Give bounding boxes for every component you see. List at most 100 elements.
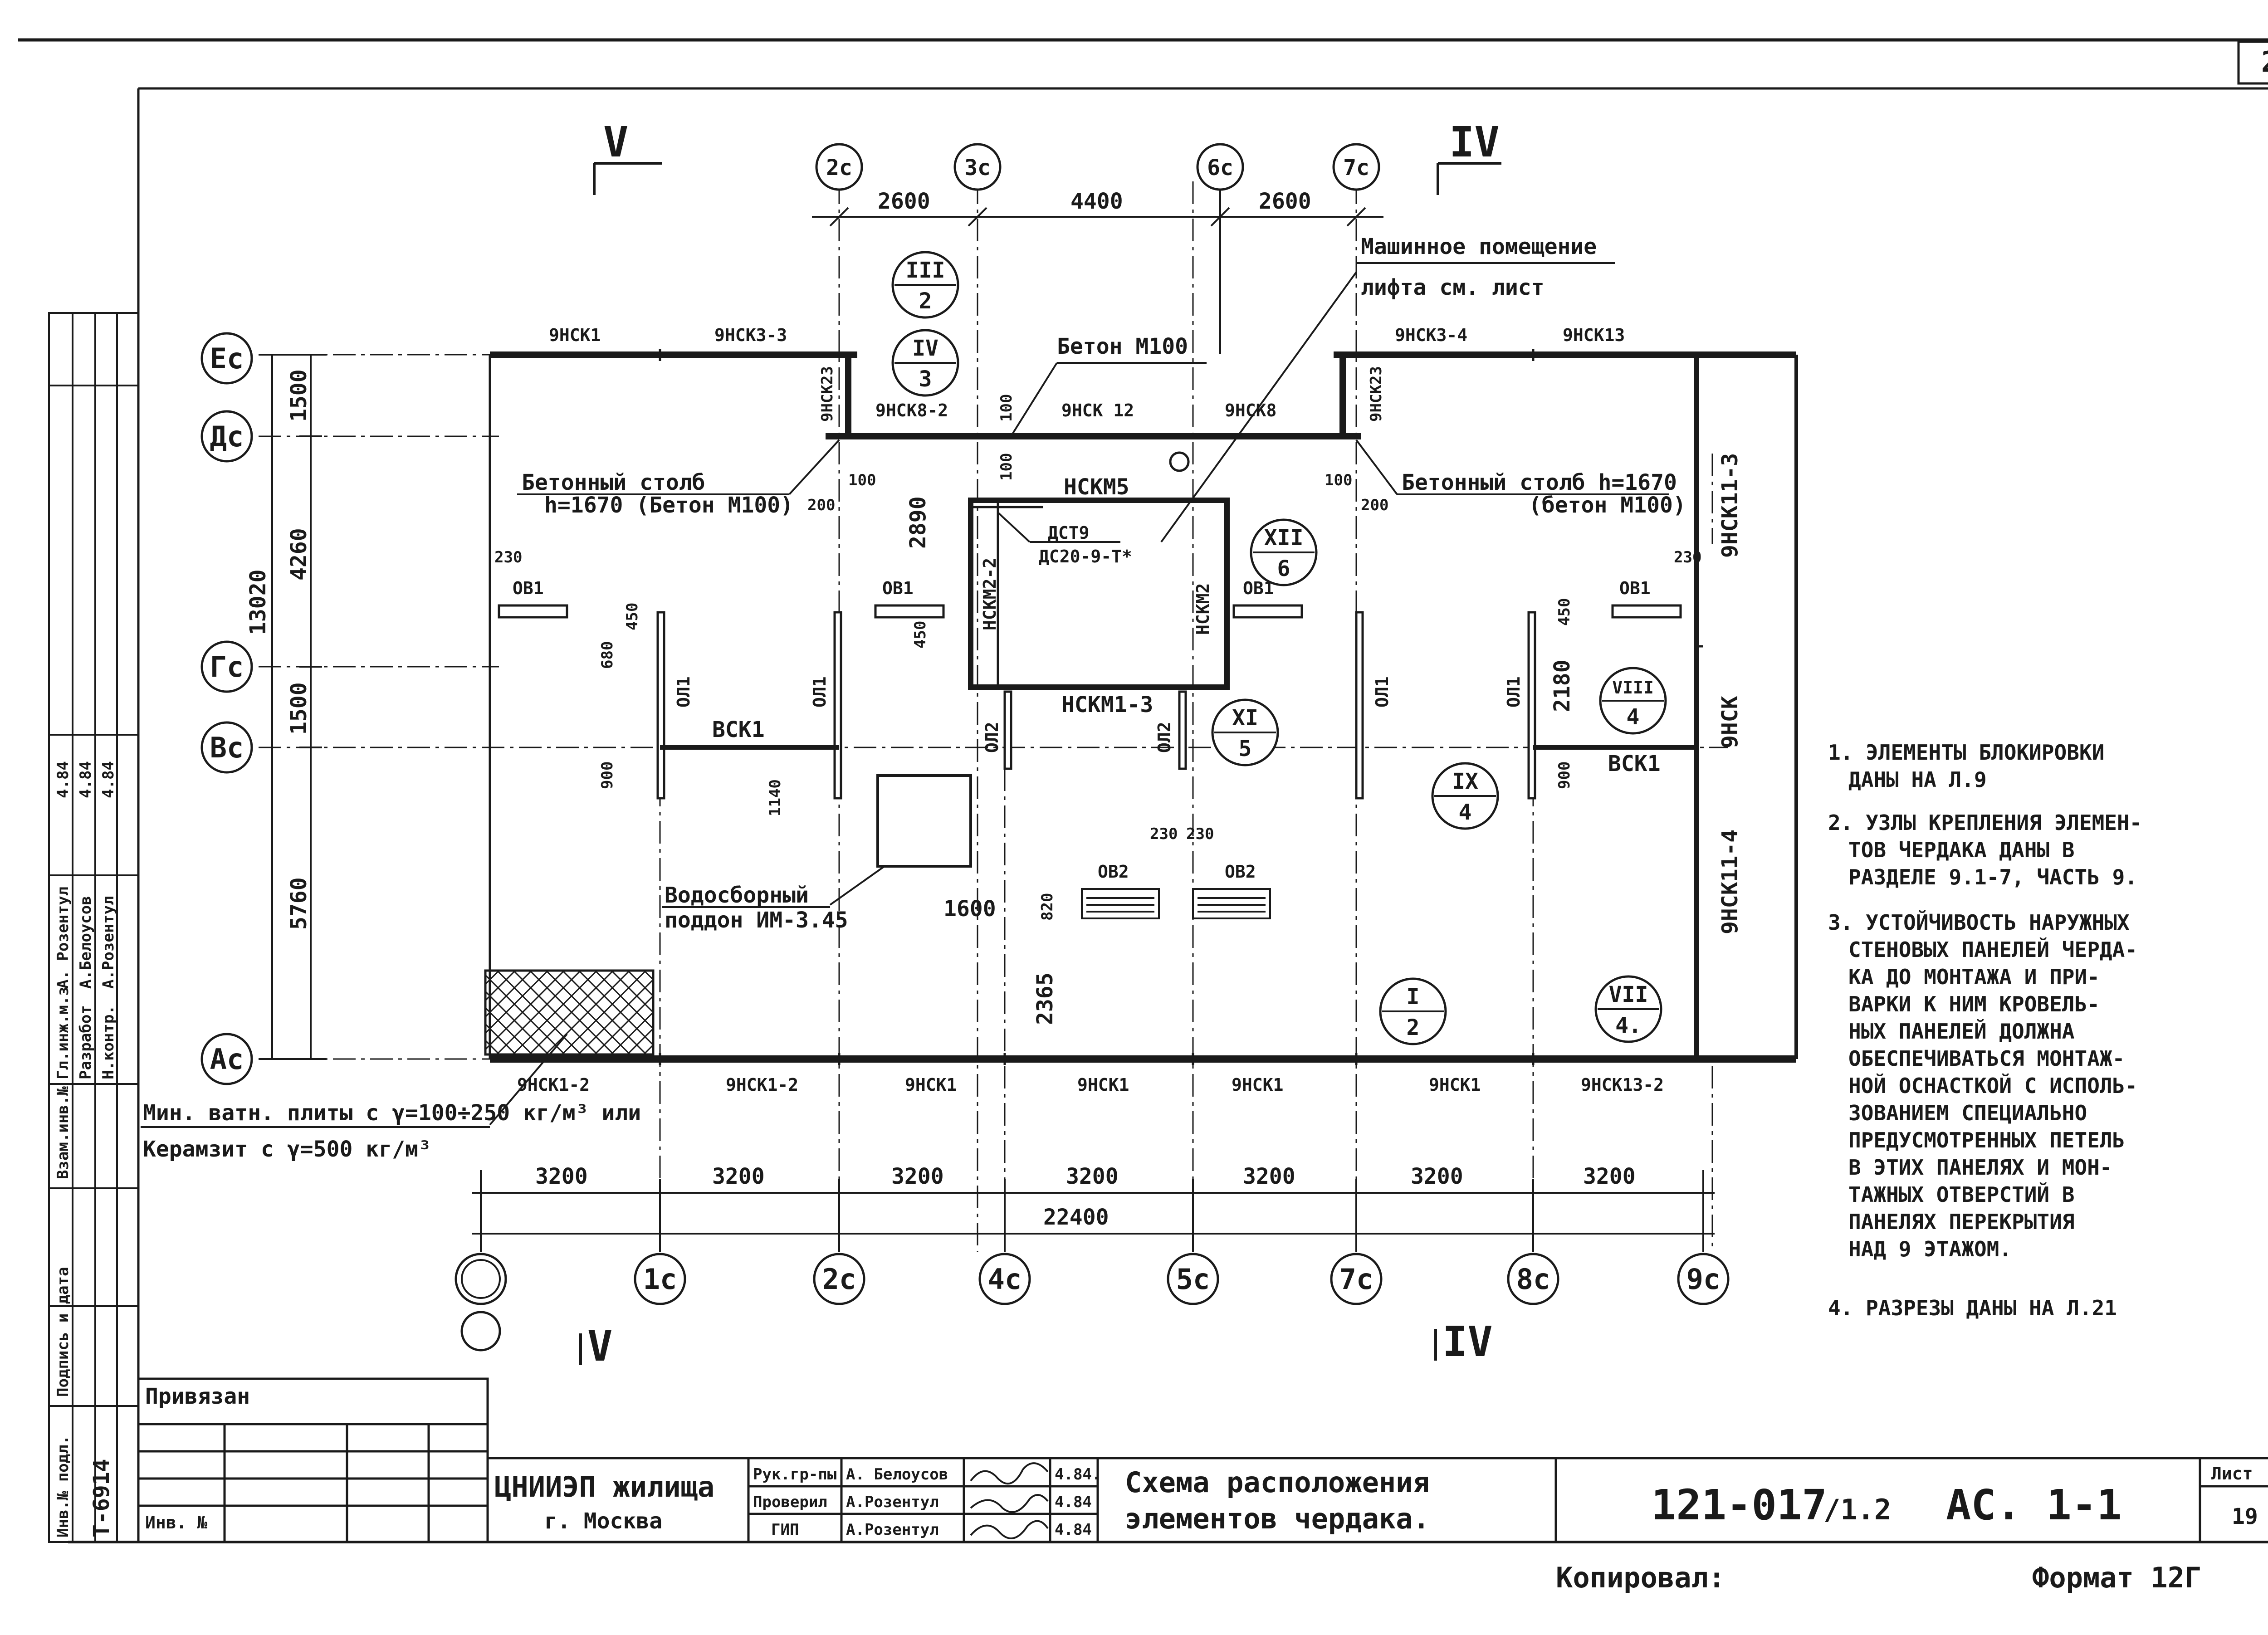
note-2-line-3: РАЗДЕЛЕ 9.1-7, ЧАСТЬ 9. <box>1848 865 2137 889</box>
side-stamp-date-3: 4.84 <box>99 761 117 798</box>
section-label-top-left: V <box>603 118 628 166</box>
svg-text:5: 5 <box>1239 736 1252 761</box>
dim-100-c: 100 <box>997 394 1016 422</box>
axis-bubble-bottom-1c: 1с <box>634 1253 686 1305</box>
note-2-line-2: ТОВ ЧЕРДАКА ДАНЫ В <box>1848 838 2075 862</box>
dim-2180: 2180 <box>1549 659 1575 712</box>
panel-label-bottom-4: 9НСК1 <box>1077 1075 1129 1095</box>
vent-label-ob1-4: ОВ1 <box>1619 578 1651 598</box>
svg-text:XII: XII <box>1264 525 1304 551</box>
axis-bubble-top-3c: 3с <box>953 143 1002 191</box>
insulation-label-1: Мин. ватн. плиты с γ=100÷250 кг/м³ или <box>143 1100 641 1126</box>
svg-text:6: 6 <box>1277 556 1290 581</box>
svg-text:9с: 9с <box>1686 1263 1721 1296</box>
dim-900-b: 900 <box>1555 761 1574 789</box>
top-dimension-chain <box>812 190 1383 354</box>
drain-label-1: Водосборный <box>665 883 809 908</box>
insulation-hatch-area <box>484 969 655 1056</box>
svg-text:Вс: Вс <box>210 731 244 764</box>
tb-date-3: 4.84 <box>1055 1521 1092 1539</box>
interior-beams <box>656 611 1536 800</box>
vent-label-ob2-1: ОВ2 <box>1098 862 1129 882</box>
svg-text:Ес: Ес <box>210 342 244 375</box>
pillar-right-label-2: (бетон М100) <box>1529 493 1686 518</box>
cross-wall-label-left: ВСК1 <box>712 717 765 742</box>
panel-label-bottom-6: 9НСК1 <box>1429 1075 1481 1095</box>
svg-text:4: 4 <box>1459 800 1472 825</box>
door-label-ds: ДС20-9-Т* <box>1039 547 1132 566</box>
side-stamp-inv-value: Т-6914 <box>89 1459 114 1537</box>
drawing-title-1: Схема расположения <box>1125 1466 1430 1499</box>
node-callout-XII-6: XII 6 <box>1250 518 1318 586</box>
axis-bubble-bottom-blank-1-inner <box>461 1259 501 1299</box>
dim-left-total: 13020 <box>245 570 271 635</box>
tb-role-2: Проверил <box>753 1493 827 1511</box>
dim-bottom-5: 3200 <box>1243 1164 1295 1189</box>
copied-label: Копировал: <box>1556 1561 1725 1594</box>
beam-label-ol1-1: ОЛ1 <box>674 676 694 708</box>
panel-label-vert-left: 9НСК23 <box>818 366 836 422</box>
dim-bottom-7: 3200 <box>1583 1164 1636 1189</box>
drawing-code-part: /1.2 <box>1823 1493 1891 1526</box>
dim-230-a: 230 <box>494 548 522 566</box>
org-name-1: ЦНИИЭП жилища <box>494 1470 714 1503</box>
dim-100-a: 100 <box>848 471 876 489</box>
tb-role-1: Рук.гр-пы <box>753 1465 836 1484</box>
section-label-bottom-left: V <box>587 1322 612 1371</box>
svg-text:3с: 3с <box>964 155 991 181</box>
note-3-line-10: В ЭТИХ ПАНЕЛЯХ И МОН- <box>1848 1155 2112 1180</box>
svg-text:7с: 7с <box>1339 1263 1374 1296</box>
svg-text:2с: 2с <box>826 155 852 181</box>
concrete-label: Бетон М100 <box>1057 334 1188 359</box>
panel-label-right-3: 9НСК11-4 <box>1717 830 1743 934</box>
panel-label-top-4: 9НСК13 <box>1563 325 1625 345</box>
panel-label-right-2: 9НСК <box>1717 696 1743 748</box>
pillar-right-label-1: Бетонный столб h=1670 <box>1402 470 1677 495</box>
panel-label-bottom-3: 9НСК1 <box>905 1075 957 1095</box>
panel-joints <box>659 349 1703 1065</box>
svg-text:2: 2 <box>1407 1015 1420 1040</box>
svg-text:4: 4 <box>1627 704 1640 730</box>
svg-text:4с: 4с <box>988 1263 1022 1296</box>
note-3-line-12: ПАНЕЛЯХ ПЕРЕКРЫТИЯ <box>1848 1210 2075 1234</box>
machine-room-label-2: лифта см. лист <box>1361 275 1545 300</box>
vent-label-ob2-2: ОВ2 <box>1225 862 1256 882</box>
signature-3 <box>970 1520 1049 1539</box>
axis-bubble-bottom-9c: 9с <box>1677 1253 1730 1305</box>
drawing-title-2: элементов чердака. <box>1125 1502 1430 1535</box>
page-number-box <box>2237 40 2268 85</box>
exterior-walls <box>489 351 1798 1063</box>
insulation-leader <box>489 1033 568 1126</box>
dim-left-4: 5760 <box>286 877 312 930</box>
svg-text:8с: 8с <box>1516 1263 1550 1296</box>
dim-900-a: 900 <box>598 761 616 789</box>
bottom-dimension-chain <box>472 1170 1715 1252</box>
note-3-line-7: НОЙ ОСНАСТКОЙ С ИСПОЛЬ- <box>1848 1074 2137 1098</box>
svg-text:7с: 7с <box>1343 155 1369 181</box>
section-label-top-right: IV <box>1449 118 1500 166</box>
panel-label-inner-2: 9НСК 12 <box>1061 400 1134 420</box>
dim-230-b: 230 <box>1674 548 1701 566</box>
cross-wall-label-right: ВСК1 <box>1608 751 1661 776</box>
tb-date-1: 4.84. <box>1055 1465 1101 1484</box>
door-label-dst: ДСТ9 <box>1048 523 1090 543</box>
side-stamp-role-2: Разработ <box>77 1005 95 1079</box>
signature-1 <box>970 1462 1049 1485</box>
axis-bubble-bottom-blank-2 <box>460 1311 501 1352</box>
dim-820: 820 <box>1038 893 1056 921</box>
panel-label-right-1: 9НСК11-3 <box>1717 453 1743 558</box>
side-stamp-date-1: 4.84 <box>54 761 72 798</box>
drain-label-2: поддон ИМ-3.45 <box>665 908 848 933</box>
vent-blocks-ob1 <box>498 604 1682 619</box>
svg-text:3: 3 <box>919 366 932 392</box>
axis-bubble-Dc: Дс <box>200 410 253 463</box>
dim-200-a: 200 <box>807 496 835 514</box>
pillar-left-label-1: Бетонный столб <box>522 470 705 495</box>
axis-grid-lines <box>259 181 1728 1252</box>
drawing-mark: АС. 1-1 <box>1946 1481 2122 1529</box>
axis-bubble-top-7c: 7с <box>1332 143 1380 191</box>
note-3-line-8: ЗОВАНИЕМ СПЕЦИАЛЬНО <box>1848 1101 2087 1125</box>
